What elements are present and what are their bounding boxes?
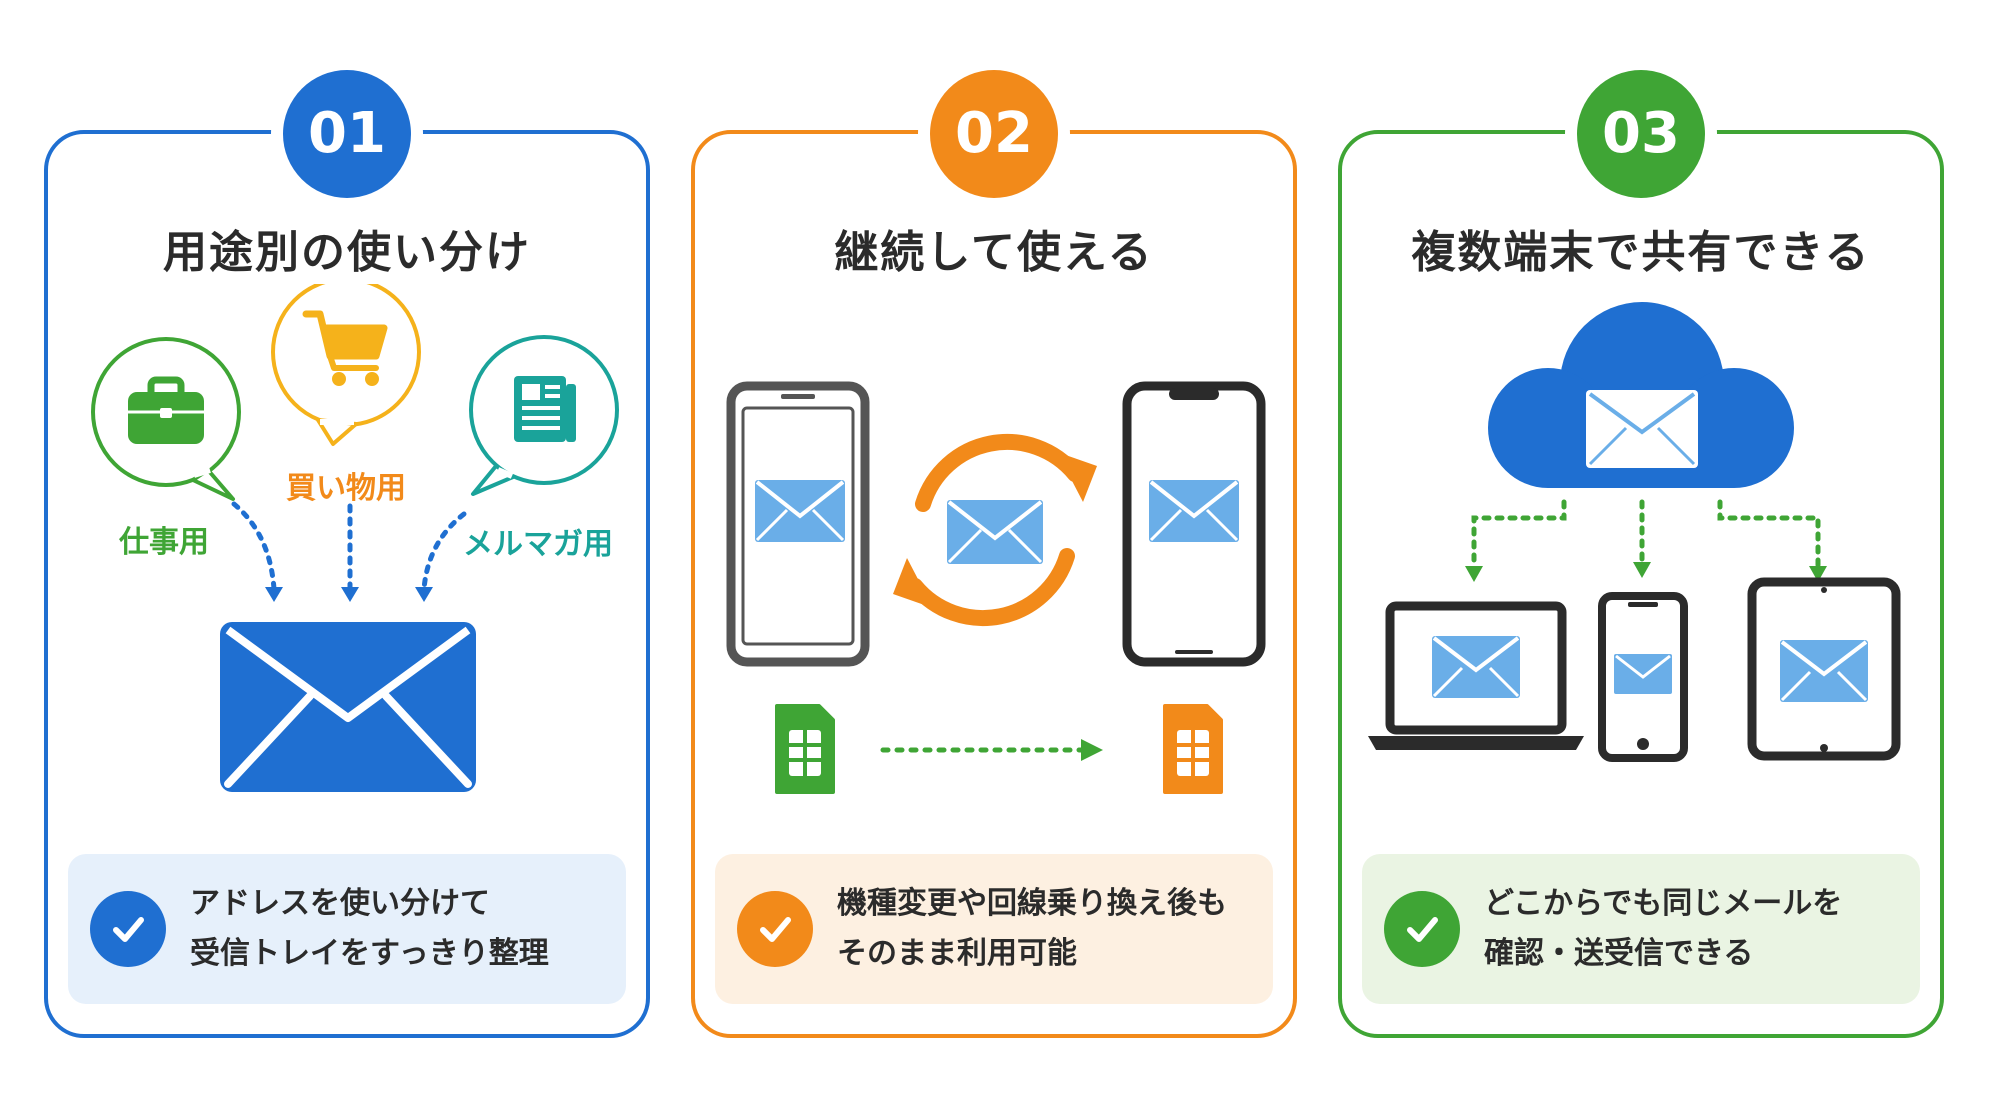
envelope-icon (1614, 654, 1672, 694)
envelope-icon (1780, 640, 1868, 702)
shopping-label: 買い物用 (286, 471, 406, 506)
laptop-icon (1368, 601, 1584, 750)
feature-card-continuity: 02 継続して使える (691, 70, 1297, 1038)
step-number-badge: 03 (1577, 70, 1705, 198)
briefcase-icon (128, 376, 204, 444)
info-line-2: 受信トレイをすっきり整理 (190, 936, 549, 971)
envelope-icon (220, 622, 476, 792)
check-icon (737, 891, 813, 967)
work-bubble (91, 337, 241, 501)
check-icon (1384, 891, 1460, 967)
info-line-1: 機種変更や回線乗り換え後も (837, 886, 1227, 921)
newsletter-label: メルマガ用 (463, 527, 613, 562)
old-phone-icon (726, 381, 870, 667)
step-number-badge: 01 (283, 70, 411, 198)
smartphone-icon (1598, 592, 1688, 762)
feature-card-usage: 01 用途別の使い分け 仕事用 (44, 70, 650, 1038)
sim-card-icon (775, 704, 835, 794)
feature-card-multidevice: 03 複数端末で共有できる (1338, 70, 1944, 1038)
card-title: 複数端末で共有できる (1411, 227, 1871, 278)
envelope-icon (755, 480, 845, 542)
info-line-1: アドレスを使い分けて (190, 886, 490, 921)
multidevice-illustration (1368, 302, 1901, 762)
newsletter-bubble (469, 335, 619, 496)
envelope-icon (947, 500, 1043, 564)
shopping-bubble (271, 284, 421, 446)
distribution-arrows (1471, 499, 1821, 571)
info-line-2: そのまま利用可能 (837, 936, 1077, 971)
info-line-2: 確認・送受信できる (1484, 936, 1754, 971)
work-label: 仕事用 (118, 525, 209, 560)
new-phone-icon (1122, 381, 1266, 667)
cloud-icon (1488, 302, 1794, 488)
card-title: 用途別の使い分け (163, 227, 531, 278)
card-title: 継続して使える (834, 227, 1154, 278)
envelope-icon (1586, 390, 1698, 468)
envelope-icon (1149, 480, 1239, 542)
sync-arrows-icon (907, 433, 1083, 627)
newspaper-icon (514, 376, 576, 442)
info-box: 機種変更や回線乗り換え後も そのまま利用可能 (715, 854, 1273, 1004)
dotted-arrows (231, 501, 467, 592)
sim-card-icon (1163, 704, 1223, 794)
continuity-illustration (726, 381, 1266, 794)
info-line-1: どこからでも同じメールを (1484, 886, 1843, 921)
tablet-icon (1747, 577, 1901, 761)
check-icon (90, 891, 166, 967)
envelope-icon (1432, 636, 1520, 698)
info-box: アドレスを使い分けて 受信トレイをすっきり整理 (68, 854, 626, 1004)
shopping-cart-icon (302, 310, 388, 386)
step-number-badge: 02 (930, 70, 1058, 198)
usage-illustration: 仕事用 買い物用 (91, 284, 619, 792)
info-box: どこからでも同じメールを 確認・送受信できる (1362, 854, 1920, 1004)
